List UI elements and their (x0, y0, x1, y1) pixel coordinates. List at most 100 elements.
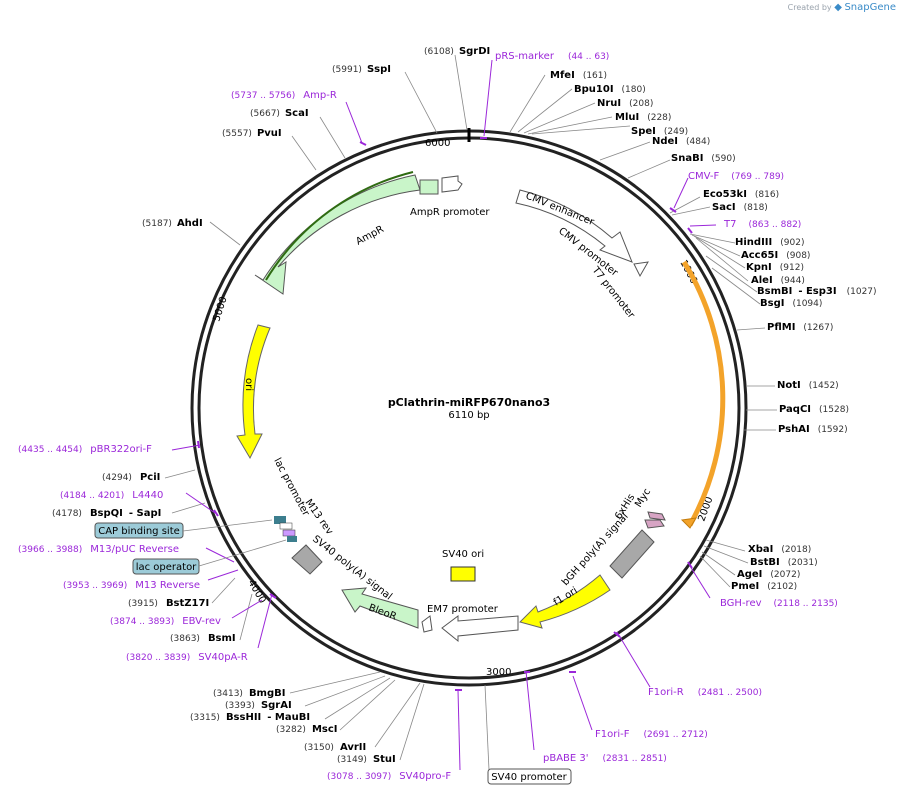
svg-text:(3078 .. 3097)SV40pro-F: (3078 .. 3097)SV40pro-F (327, 771, 451, 782)
svg-text:(3915)BstZ17I: (3915)BstZ17I (128, 598, 209, 609)
lac-operator-mark (287, 536, 297, 542)
ampr-promoter-feature[interactable] (441, 175, 463, 193)
primer-bgh-rev-range: (2118 .. 2135) (774, 599, 838, 609)
svg-text:BsgI(1094): BsgI(1094) (760, 298, 822, 309)
svg-text:pBABE 3'(2831 .. 2851): pBABE 3'(2831 .. 2851) (543, 753, 667, 764)
primer-m13puc-range: (3966 .. 3988) (18, 545, 82, 555)
enzyme-scai: ScaI (285, 108, 309, 119)
svg-text:NotI(1452): NotI(1452) (777, 380, 839, 391)
primer-m13puc: M13/pUC Reverse (90, 544, 179, 555)
enzyme-leader-lines (164, 54, 777, 771)
ampr-highlight (265, 171, 414, 281)
enzyme-pcii: PciI (140, 472, 160, 483)
enzyme-scai-pos: (5667) (250, 109, 280, 119)
svg-text:(3874 .. 3893)EBV-rev: (3874 .. 3893)EBV-rev (110, 616, 221, 627)
enzyme-msci-pos: (3282) (276, 725, 306, 735)
primer-f1ori-f-range: (2691 .. 2712) (643, 730, 707, 740)
svg-text:BstBI(2031): BstBI(2031) (750, 557, 818, 568)
enzyme-sapi: - SapI (129, 508, 161, 519)
his6-feature[interactable] (644, 519, 665, 529)
sv40-promoter-feature[interactable] (441, 615, 519, 643)
primer-cmv-f: CMV-F (688, 171, 719, 182)
enzyme-labels-left: (4294)PciI (4178)BspQI- SapI (3915)BstZ1… (52, 472, 396, 765)
enzyme-msci: MscI (312, 724, 338, 735)
primer-pbabe-range: (2831 .. 2851) (603, 754, 667, 764)
enzyme-snabi-pos: (590) (711, 154, 735, 164)
primer-sv40pro-f: SV40pro-F (399, 771, 451, 782)
bgh-polya-feature[interactable] (609, 529, 655, 579)
svg-text:MfeI(161): MfeI(161) (550, 70, 607, 81)
enzyme-sgrdi-pos: (6108) (424, 47, 454, 57)
enzyme-bsmi: BsmI (208, 633, 236, 644)
enzyme-agei: AgeI (737, 569, 762, 580)
cap-binding-box (94, 522, 184, 539)
primer-prs-marker-range: (44 .. 63) (568, 52, 609, 62)
cap-binding-label: CAP binding site (98, 526, 180, 537)
enzyme-bpu10i-pos: (180) (622, 85, 646, 95)
m13-rev-mark (282, 529, 296, 537)
svg-text:(3966 .. 3988)M13/pUC Reverse: (3966 .. 3988) M13/pUC Reverse (18, 544, 179, 555)
tick-6000: 6000 (425, 138, 450, 149)
primer-sv40pa-r-range: (3820 .. 3839) (126, 653, 190, 663)
svg-text:AleI(944): AleI(944) (751, 275, 805, 286)
svg-text:NdeI(484): NdeI(484) (652, 136, 710, 147)
enzyme-bpu10i: Bpu10I (574, 84, 614, 95)
svg-text:(3393)SgrAI: (3393)SgrAI (225, 700, 292, 711)
svg-text:(5737 .. 5756)Amp-R: (5737 .. 5756)Amp-R (231, 90, 337, 101)
primer-f1ori-r-range: (2481 .. 2500) (698, 688, 762, 698)
snapgene-name: SnapGene (844, 2, 896, 13)
bleor-feature[interactable] (341, 587, 419, 629)
lac-operator-leader (198, 539, 287, 567)
enzyme-kpni-pos: (912) (780, 263, 804, 273)
primer-f1ori-f: F1ori-F (595, 729, 630, 740)
plasmid-size: 6110 bp (448, 410, 489, 421)
m13-rev-label: M13 rev (303, 497, 335, 537)
svg-text:(5557)PvuI: (5557)PvuI (222, 128, 282, 139)
svg-text:HindIII(902): HindIII(902) (735, 237, 804, 248)
svg-text:MluI(228): MluI(228) (615, 112, 671, 123)
myc-label: Myc (633, 487, 653, 510)
snapgene-brand: Created by ◆ SnapGene (788, 2, 896, 13)
svg-text:NruI(208): NruI(208) (597, 98, 653, 109)
enzyme-avrii-pos: (3150) (304, 743, 334, 753)
enzyme-hindiii-pos: (902) (780, 238, 804, 248)
ori-feature[interactable] (236, 324, 271, 460)
snapgene-logo-icon: ◆ (834, 2, 842, 13)
sv40-polya-feature[interactable] (291, 544, 323, 575)
enzyme-sspi-pos: (5991) (332, 65, 362, 75)
enzyme-maubi: - MauBI (267, 712, 310, 723)
enzyme-paqci: PaqCI (779, 404, 811, 415)
svg-text:Acc65I(908): Acc65I(908) (741, 250, 810, 261)
primer-sv40pa-r: SV40pA-R (198, 652, 247, 663)
enzyme-mlui-pos: (228) (647, 113, 671, 123)
ampr-feature[interactable] (254, 174, 421, 295)
primer-labels: pRS-marker(44 .. 63) (5737 .. 5756)Amp-R… (18, 51, 838, 782)
svg-text:(4184 .. 4201)L4440: (4184 .. 4201)L4440 (60, 490, 163, 501)
svg-text:PflMI(1267): PflMI(1267) (767, 322, 833, 333)
f1-ori-feature[interactable] (519, 574, 611, 629)
svg-text:XbaI(2018): XbaI(2018) (748, 544, 811, 555)
enzyme-bsgi-pos: (1094) (792, 299, 822, 309)
ampr-promoter-label: AmpR promoter (410, 207, 490, 218)
enzyme-kpni: KpnI (746, 262, 772, 273)
myc-feature[interactable] (647, 511, 666, 521)
enzyme-xbai: XbaI (748, 544, 773, 555)
primer-ampr-range: (5737 .. 5756) (231, 91, 295, 101)
enzyme-sgrai: SgrAI (261, 700, 292, 711)
em7-promoter-feature[interactable] (421, 615, 433, 633)
enzyme-agei-pos: (2072) (770, 570, 800, 580)
lac-operator-box (132, 558, 200, 575)
cmv-enhancer-feature[interactable] (515, 189, 633, 263)
svg-text:(3953 .. 3969)M13 Reverse: (3953 .. 3969)M13 Reverse (63, 580, 200, 591)
svg-text:(3282)MscI: (3282) MscI (276, 724, 338, 735)
primer-f1ori-r: F1ori-R (648, 687, 684, 698)
svg-text:(3149)StuI: (3149)StuI (337, 754, 396, 765)
primer-l4440: L4440 (132, 490, 163, 501)
svg-text:PshAI(1592): PshAI(1592) (778, 424, 848, 435)
sv40-ori-feature[interactable] (450, 566, 476, 582)
cmv-promoter-feature[interactable] (633, 261, 649, 278)
svg-text:pRS-marker(44 .. 63): pRS-marker(44 .. 63) (495, 51, 609, 62)
enzyme-pflmi-pos: (1267) (803, 323, 833, 333)
svg-text:Eco53kI(816): Eco53kI(816) (703, 189, 779, 200)
